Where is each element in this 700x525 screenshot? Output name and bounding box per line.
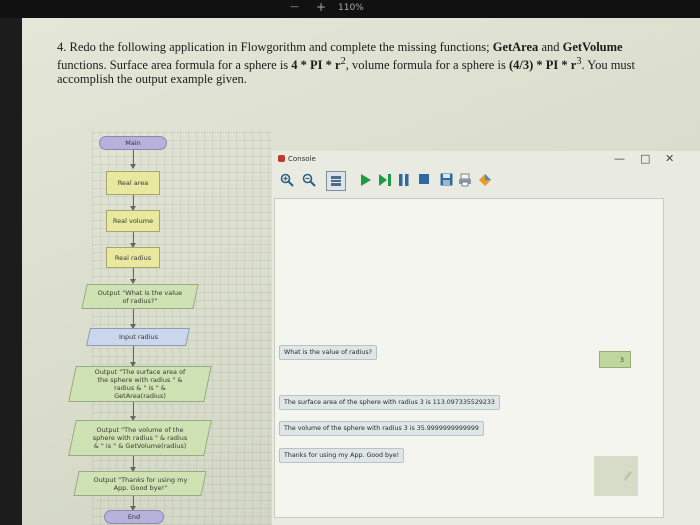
stop-icon[interactable] <box>418 173 430 185</box>
zoom-level: 110% <box>338 3 364 13</box>
zoom-in-control[interactable]: + <box>316 0 327 14</box>
flowchart-declare-radius[interactable]: Real radius <box>106 247 160 268</box>
arrow-icon <box>130 279 136 284</box>
exponent: 2 <box>340 55 346 67</box>
console-input-area[interactable] <box>594 456 638 496</box>
arrow-icon <box>130 164 136 169</box>
maximize-button[interactable]: □ <box>640 152 651 165</box>
pencil-icon[interactable] <box>622 470 632 482</box>
console-message-prompt: What is the value of radius? <box>279 345 377 360</box>
flowchart-main-label: Main <box>125 139 141 147</box>
minimize-button[interactable]: — <box>614 152 625 165</box>
flowchart-output-area[interactable]: Output "The surface area of the sphere w… <box>68 366 212 402</box>
connector <box>133 267 134 283</box>
flowchart-grid <box>92 130 272 525</box>
play-icon[interactable] <box>360 173 372 187</box>
flowchart-output-prompt-label: Output "What is the value of radius?" <box>97 288 183 305</box>
flowchart-declare-volume[interactable]: Real volume <box>106 210 160 232</box>
flowchart-output-thanks-label: Output "Thanks for using my App. Good by… <box>93 475 187 492</box>
flowchart-input-radius-label: Input radius <box>118 333 158 341</box>
flowchart-output-thanks[interactable]: Output "Thanks for using my App. Good by… <box>73 471 207 496</box>
flowchart-declare-radius-label: Real radius <box>114 253 152 262</box>
connector <box>133 402 134 420</box>
connector <box>133 346 134 366</box>
flowchart-end[interactable]: End <box>104 510 164 524</box>
arrow-icon <box>130 243 136 248</box>
question-part: . You must accomplish the output example… <box>57 57 636 87</box>
question-part: , volume formula for a sphere is <box>345 57 509 72</box>
chat-view-icon[interactable] <box>326 171 346 191</box>
flowchart-output-volume-label: Output "The volume of the sphere with ra… <box>92 426 188 450</box>
flowgorithm-app-icon <box>278 155 285 162</box>
arrow-icon <box>130 324 136 329</box>
console-titlebar: Console — □ ✕ <box>272 151 700 167</box>
arrow-icon <box>130 467 136 472</box>
flowchart-output-area-label: Output "The surface area of the sphere w… <box>94 368 186 400</box>
connector <box>133 194 134 210</box>
question-text: 4. Redo the following application in Flo… <box>57 40 647 87</box>
zoom-in-icon[interactable] <box>280 173 294 187</box>
exponent: 3 <box>576 55 582 67</box>
print-icon[interactable] <box>458 173 472 187</box>
function-name-getvolume: GetVolume <box>562 40 623 54</box>
flowchart-declare-volume-label: Real volume <box>112 217 154 225</box>
console-message-thanks: Thanks for using my App. Good bye! <box>279 448 405 463</box>
save-icon[interactable] <box>440 173 453 186</box>
zoom-out-icon[interactable] <box>302 173 316 187</box>
zoom-out-control[interactable]: — <box>290 2 299 12</box>
connector <box>133 148 134 168</box>
arrow-icon <box>130 506 136 511</box>
flowchart-declare-area-label: Real area <box>117 179 149 187</box>
console-message-volume: The volume of the sphere with radius 3 i… <box>279 421 484 436</box>
area-formula: 4 * PI * r <box>291 57 341 72</box>
flowchart-output-volume[interactable]: Output "The volume of the sphere with ra… <box>68 420 212 456</box>
connector <box>133 455 134 471</box>
flowchart-declare-area[interactable]: Real area <box>106 171 160 195</box>
question-number: 4. <box>57 40 67 54</box>
question-part: Redo the following application in Flowgo… <box>66 40 493 54</box>
question-part: functions. Surface area formula for a sp… <box>57 57 292 72</box>
color-theme-icon[interactable] <box>478 173 492 187</box>
assignment-sheet: 4. Redo the following application in Flo… <box>22 18 700 525</box>
close-button[interactable]: ✕ <box>665 152 675 165</box>
flowchart-input-radius[interactable]: Input radius <box>86 328 190 346</box>
connector <box>133 308 134 328</box>
arrow-icon <box>130 362 136 367</box>
question-part: and <box>538 40 563 54</box>
console-toolbar <box>280 171 540 193</box>
console-message-area: The surface area of the sphere with radi… <box>279 395 500 410</box>
connector <box>133 231 134 247</box>
step-icon[interactable] <box>378 173 392 187</box>
flowchart-output-prompt[interactable]: Output "What is the value of radius?" <box>81 284 199 309</box>
pause-icon[interactable] <box>398 173 410 187</box>
console-user-input: 3 <box>599 351 631 368</box>
arrow-icon <box>130 416 136 421</box>
console-title: Console <box>288 155 316 163</box>
function-name-getarea: GetArea <box>492 40 539 54</box>
volume-formula: (4/3) * PI * r <box>508 57 577 72</box>
flowchart-end-label: End <box>127 513 141 521</box>
flowchart-main[interactable]: Main <box>99 136 167 150</box>
arrow-icon <box>130 206 136 211</box>
device-status-bar: — + 110% <box>0 0 700 18</box>
connector <box>133 495 134 509</box>
